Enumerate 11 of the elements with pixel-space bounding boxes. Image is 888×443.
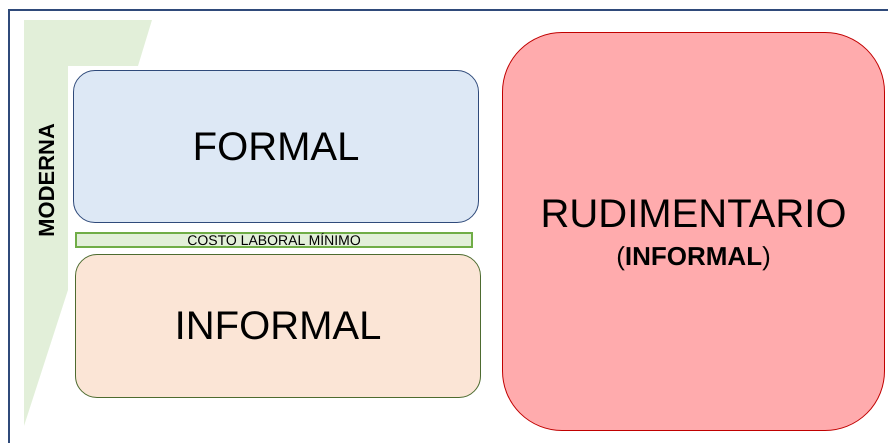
box-label: COSTO LABORAL MÍNIMO [187, 233, 361, 247]
sector-band [24, 20, 154, 426]
category-box [73, 70, 479, 223]
category-box [75, 254, 481, 398]
box-label: INFORMAL [174, 304, 382, 348]
box-label: RUDIMENTARIO [540, 192, 846, 236]
box-label: (INFORMAL) [616, 242, 771, 271]
band-label: MODERNA [34, 123, 60, 237]
box-label: FORMAL [192, 124, 360, 168]
threshold-bar [75, 232, 473, 248]
sector-box [502, 32, 885, 431]
